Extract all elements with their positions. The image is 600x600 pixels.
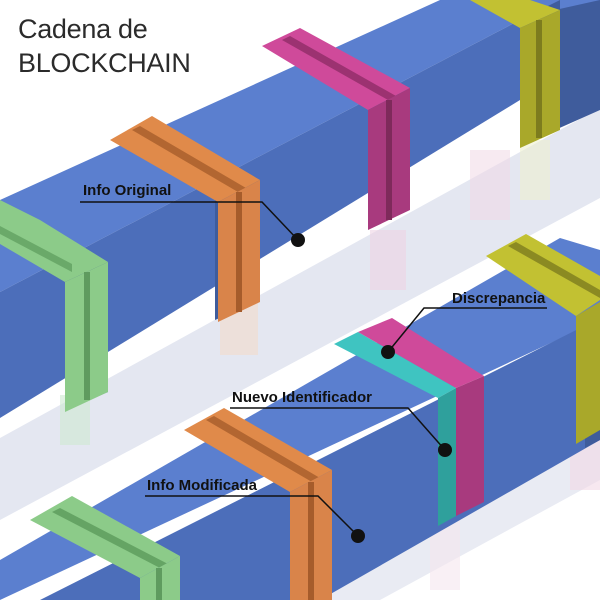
label-nuevo-identificador: Nuevo Identificador xyxy=(232,389,372,406)
leader-line-new-id xyxy=(230,407,446,451)
leader-dot-original xyxy=(291,233,305,247)
leader-dot-modified xyxy=(351,529,365,543)
title-line-1: Cadena de xyxy=(18,14,148,44)
band-teal-side xyxy=(438,388,456,526)
band-magenta-side xyxy=(456,376,484,516)
band-teal-top xyxy=(334,332,456,398)
band-orange-stripe xyxy=(206,416,320,482)
band-magenta-top xyxy=(358,318,484,388)
band-orange-groove xyxy=(308,482,314,600)
band-magenta-stripe xyxy=(282,36,396,100)
band-olive-top xyxy=(486,234,600,316)
upper-block-chain xyxy=(0,0,600,418)
leader-line-discrepancy xyxy=(387,307,547,353)
band-orange-stripe xyxy=(132,126,246,192)
band-green-stripe xyxy=(0,226,72,272)
lower-block-chain xyxy=(0,234,600,600)
band-olive-side xyxy=(576,302,600,444)
reflection xyxy=(520,140,550,200)
leader-line-modified xyxy=(145,495,359,537)
band-olive-stripe xyxy=(508,242,600,298)
label-info-modificada: Info Modificada xyxy=(147,477,258,494)
band-green-top xyxy=(0,200,108,282)
reflection xyxy=(470,150,510,220)
leader-dot-discrepancy xyxy=(381,345,395,359)
block-top xyxy=(0,238,600,600)
block-front xyxy=(555,0,600,130)
leader-line-original xyxy=(80,201,299,241)
band-green-groove xyxy=(84,272,90,400)
reflection xyxy=(370,230,406,290)
band-green-groove xyxy=(156,568,162,600)
band-green-stripe xyxy=(52,508,168,568)
band-magenta-groove xyxy=(386,100,392,220)
block-top xyxy=(0,0,520,292)
band-olive-top xyxy=(470,0,560,28)
leader-dot-new-id xyxy=(438,443,452,457)
label-info-original: Info Original xyxy=(83,182,171,199)
band-orange-groove xyxy=(236,192,242,312)
band-olive-groove xyxy=(536,20,542,138)
title-line-2: BLOCKCHAIN xyxy=(18,48,191,78)
label-discrepancia: Discrepancia xyxy=(452,290,546,307)
ground-shadow-upper xyxy=(0,108,600,520)
